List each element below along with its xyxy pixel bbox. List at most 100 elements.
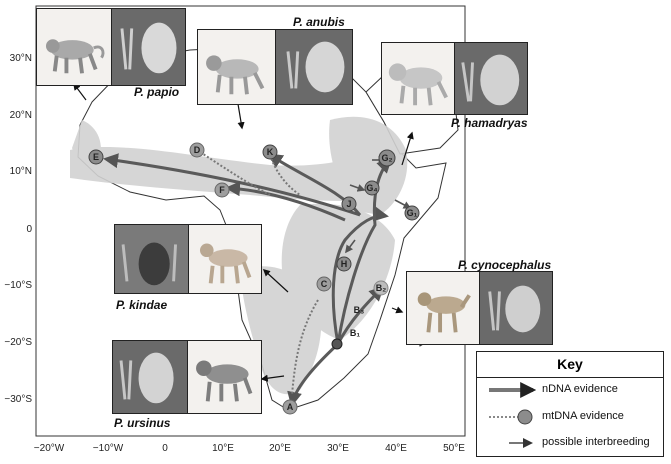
region-label: F bbox=[219, 185, 225, 195]
mtdna-marker-icon bbox=[489, 409, 533, 425]
species-label-anubis: P. anubis bbox=[293, 15, 345, 29]
region-label: K bbox=[267, 147, 274, 157]
panel-anubis bbox=[197, 29, 353, 105]
marker-G2: G₂ bbox=[378, 149, 396, 167]
legend-item-interbreeding: possible interbreeding bbox=[485, 433, 661, 453]
skull-photo bbox=[274, 30, 352, 104]
x-tick-label: 30°E bbox=[327, 443, 349, 454]
species-label-papio: P. papio bbox=[134, 85, 180, 99]
panel-papio bbox=[36, 8, 186, 86]
skull-photo bbox=[454, 43, 527, 114]
y-tick-label: −10°S bbox=[4, 280, 32, 291]
legend-divider bbox=[477, 377, 663, 378]
region-label: C bbox=[321, 279, 328, 289]
skull-figure bbox=[120, 22, 177, 74]
x-tick-label: 10°E bbox=[212, 443, 234, 454]
marker-K: K bbox=[262, 144, 278, 160]
skull-figure bbox=[119, 352, 174, 404]
y-axis: 30°N 20°N 10°N 0 −10°S −20°S −30°S bbox=[4, 53, 32, 405]
skull-figure bbox=[488, 285, 541, 333]
legend-item-ndna: nDNA evidence bbox=[485, 380, 661, 400]
mtdna-arrow bbox=[291, 299, 319, 396]
marker-D: D bbox=[189, 142, 205, 158]
marker-B1: B₁ bbox=[350, 328, 360, 338]
region-label: E bbox=[93, 152, 99, 162]
pointer-arrow bbox=[237, 103, 245, 130]
pointer-arrow bbox=[391, 306, 404, 314]
region-label: D bbox=[194, 145, 201, 155]
pointer-arrow bbox=[262, 269, 289, 293]
interbreeding-arrows bbox=[345, 156, 412, 254]
y-tick-label: −20°S bbox=[4, 337, 32, 348]
interbreeding-arrow bbox=[345, 239, 356, 254]
panel-hamadryas bbox=[381, 42, 528, 115]
region-markers: E D F K J G₂ G₄ G₁ H C B₂ B₃ B₁ A bbox=[88, 142, 420, 415]
region-label: G₂ bbox=[382, 153, 393, 163]
ndna-arrow bbox=[287, 342, 340, 407]
marker-E: E bbox=[88, 149, 104, 165]
skull-photo bbox=[479, 272, 552, 344]
x-tick-label: 0 bbox=[162, 443, 168, 454]
marker-H: H bbox=[336, 256, 352, 272]
skull-photo bbox=[113, 341, 188, 413]
skull-figure bbox=[121, 242, 177, 286]
marker-G4: G₄ bbox=[364, 180, 380, 196]
y-tick-label: 10°N bbox=[10, 166, 32, 177]
legend-label: mtDNA evidence bbox=[542, 410, 624, 422]
interbreeding-arrow bbox=[394, 199, 412, 209]
baboon-photo bbox=[198, 30, 275, 104]
baboon-photo bbox=[407, 272, 479, 344]
baboon-figure bbox=[417, 292, 471, 333]
region-label: J bbox=[346, 199, 351, 209]
region-label: G₄ bbox=[366, 183, 377, 193]
x-tick-label: 50°E bbox=[443, 443, 465, 454]
ndna-arrow-icon bbox=[489, 382, 537, 398]
species-label-ursinus: P. ursinus bbox=[114, 416, 171, 430]
legend-label: nDNA evidence bbox=[542, 383, 618, 395]
marker-origin bbox=[331, 338, 343, 350]
region-label: A bbox=[287, 402, 294, 412]
ndna-arrow bbox=[336, 157, 393, 345]
legend-title: Key bbox=[557, 356, 583, 372]
y-tick-label: −30°S bbox=[4, 394, 32, 405]
baboon-photo bbox=[188, 225, 261, 293]
species-label-hamadryas: P. hamadryas bbox=[451, 116, 528, 130]
species-label-cynocephalus: P. cynocephalus bbox=[458, 258, 552, 272]
marker-G1: G₁ bbox=[404, 205, 420, 221]
pointer-arrow bbox=[260, 374, 285, 382]
mtdna-arrow bbox=[196, 149, 271, 196]
marker-B2: B₂ bbox=[373, 280, 389, 296]
x-tick-label: −10°W bbox=[93, 443, 124, 454]
x-tick-label: 40°E bbox=[385, 443, 407, 454]
baboon-photo bbox=[187, 341, 261, 413]
legend-item-mtdna: mtDNA evidence bbox=[485, 407, 661, 427]
region-label: B₃ bbox=[354, 305, 365, 315]
baboon-photo bbox=[382, 43, 454, 114]
marker-B3: B₃ bbox=[354, 305, 365, 315]
legend-label: possible interbreeding bbox=[542, 436, 650, 448]
baboon-photo bbox=[37, 9, 111, 85]
marker-C: C bbox=[316, 276, 332, 292]
marker-F: F bbox=[214, 182, 230, 198]
marker-A: A bbox=[282, 399, 298, 415]
baboon-figure bbox=[199, 243, 251, 284]
skull-figure bbox=[286, 41, 344, 93]
baboon-figure bbox=[195, 360, 252, 402]
baboon-figure bbox=[45, 39, 105, 74]
baboon-figure bbox=[388, 63, 448, 106]
interbreeding-arrow-icon bbox=[509, 438, 533, 448]
pointer-arrow bbox=[73, 82, 87, 101]
x-axis: −20°W −10°W 0 10°E 20°E 30°E 40°E 50°E bbox=[34, 443, 465, 454]
skull-figure bbox=[461, 54, 520, 106]
legend-box: Key nDNA evidence mtDNA evidence possibl… bbox=[476, 351, 664, 457]
region-label: B₁ bbox=[350, 328, 360, 338]
panel-pointers bbox=[73, 82, 414, 382]
region-label: G₁ bbox=[407, 208, 418, 218]
marker-J: J bbox=[341, 196, 357, 212]
region-label: B₂ bbox=[376, 283, 387, 293]
skull-photo bbox=[110, 9, 185, 85]
pointer-arrow bbox=[401, 131, 414, 166]
ndna-arrow bbox=[103, 153, 361, 217]
region-label: H bbox=[341, 259, 348, 269]
y-tick-label: 30°N bbox=[10, 53, 32, 64]
